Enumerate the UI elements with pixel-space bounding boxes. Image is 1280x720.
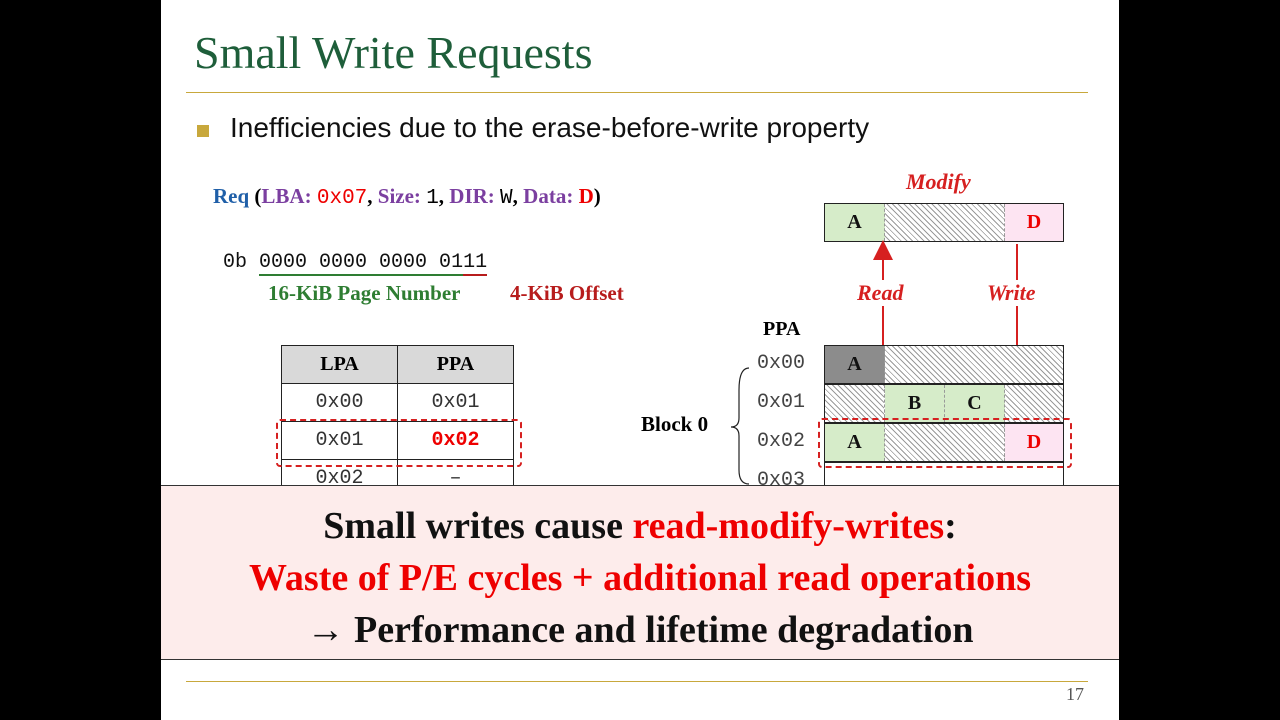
dir-key: DIR: xyxy=(449,184,495,208)
title-divider xyxy=(186,92,1088,93)
page-cell-empty xyxy=(885,204,1005,241)
table-highlight-box xyxy=(276,419,522,467)
lba-value: 0x07 xyxy=(316,187,368,210)
read-label: Read xyxy=(857,280,904,306)
block-brace xyxy=(730,367,750,485)
req-close-paren: ) xyxy=(593,184,601,208)
page-cell-a-invalid: A xyxy=(825,346,885,383)
offset-label: 4-KiB Offset xyxy=(510,281,624,305)
page-cell-empty xyxy=(885,346,1063,383)
table-row: 0x00 0x01 xyxy=(281,383,514,422)
data-key: Data: xyxy=(523,184,574,208)
page-cell-empty xyxy=(1005,385,1063,422)
req-open-paren: ( xyxy=(254,184,262,208)
page-cell-empty xyxy=(825,385,885,422)
size-value: 1 xyxy=(426,187,439,210)
write-label: Write xyxy=(987,280,1036,306)
flash-page-2: A D xyxy=(824,423,1064,462)
page-number-bits: 0000 0000 0000 01 xyxy=(259,251,464,276)
flash-highlight-box xyxy=(818,418,1072,468)
binary-address: 0b 0000 0000 0000 0111 xyxy=(223,251,488,276)
page-cell-c: C xyxy=(945,385,1005,422)
page-cell-d: D xyxy=(1005,204,1063,241)
banner-line1-start: Small writes cause xyxy=(323,505,633,547)
request-line: Req (LBA: 0x07, Size: 1, DIR: W, Data: D… xyxy=(213,184,601,210)
banner-line3: → Performance and lifetime degradation xyxy=(306,609,974,651)
req-keyword: Req xyxy=(213,184,250,208)
binary-prefix: 0b xyxy=(223,251,248,274)
ppa-cell: 0x01 xyxy=(397,383,514,422)
ppa-label: PPA xyxy=(763,318,801,340)
banner-colon: : xyxy=(944,505,957,547)
bullet-square-icon xyxy=(197,125,209,137)
ppa-header: PPA xyxy=(397,345,514,384)
ppa-address: 0x02 xyxy=(757,430,806,453)
banner-rmw: read-modify-writes xyxy=(632,505,945,547)
table-row: 0x01 0x02 xyxy=(281,421,514,460)
data-value: D xyxy=(578,184,594,208)
block-label: Block 0 xyxy=(641,412,709,436)
page-number: 17 xyxy=(1066,684,1084,704)
page-cell-d: D xyxy=(1005,424,1063,461)
page-number-label: 16-KiB Page Number xyxy=(268,281,461,305)
flash-page-1: B C xyxy=(824,384,1064,423)
page-cell-a: A xyxy=(825,424,885,461)
modify-page: A D xyxy=(824,203,1064,242)
flash-page-3 xyxy=(824,462,1064,500)
lpa-cell: 0x01 xyxy=(281,421,398,460)
modify-label: Modify xyxy=(906,169,971,194)
page-cell-empty xyxy=(885,424,1005,461)
ppa-cell-highlighted: 0x02 xyxy=(397,421,514,460)
size-key: Size: xyxy=(377,184,421,208)
bullet-text: Inefficiencies due to the erase-before-w… xyxy=(230,112,870,143)
summary-banner: Small writes cause read-modify-writes: W… xyxy=(161,485,1119,660)
slide-title: Small Write Requests xyxy=(194,27,593,78)
lba-key: LBA: xyxy=(261,184,312,208)
slide: Small Write Requests Inefficiencies due … xyxy=(161,0,1119,720)
comma: , xyxy=(438,184,445,208)
dir-value: W xyxy=(500,187,513,210)
page-cell-a: A xyxy=(825,204,885,241)
offset-bits: 11 xyxy=(463,251,488,276)
comma: , xyxy=(512,184,518,208)
page-cell-b: B xyxy=(885,385,945,422)
lpa-header: LPA xyxy=(281,345,398,384)
ppa-address: 0x00 xyxy=(757,352,806,375)
ppa-address: 0x01 xyxy=(757,391,806,414)
comma: , xyxy=(367,184,373,208)
banner-line2: Waste of P/E cycles + additional read op… xyxy=(249,557,1031,599)
footer-divider xyxy=(186,681,1088,682)
flash-page-0: A xyxy=(824,345,1064,384)
